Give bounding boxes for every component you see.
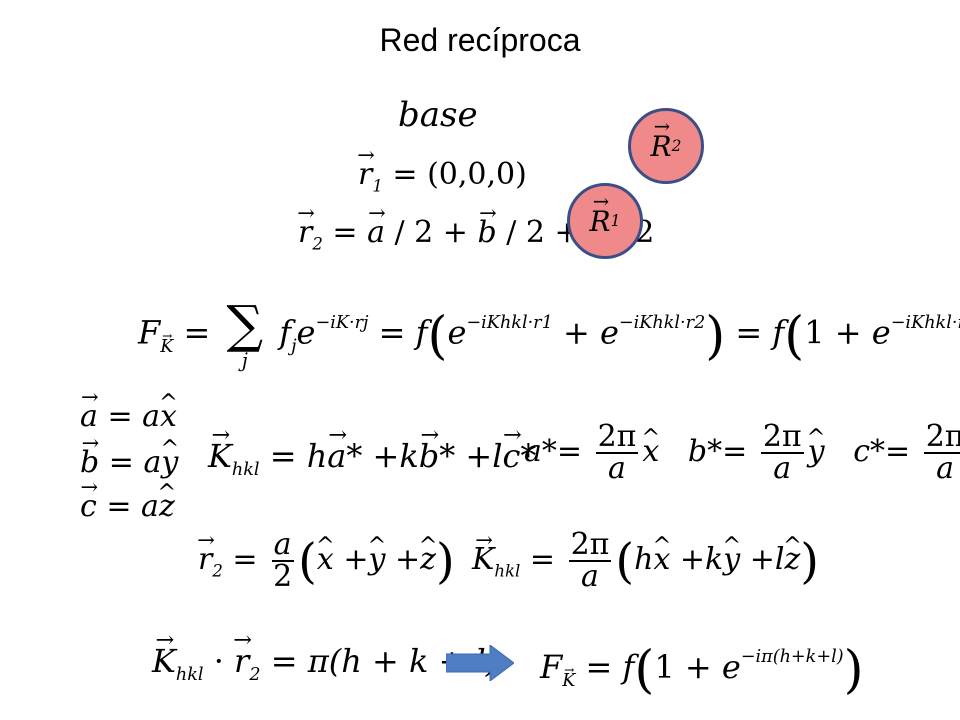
equation-structure-factor: FK = ∑j fje−iK·rj = f(e−iKhkl·r1 + e−iKh… — [138, 299, 960, 370]
equation-r2-cartesian: r2 = a2(x +y +z) — [198, 530, 455, 592]
equation-c-vector: c = az — [80, 492, 175, 522]
base-label: base — [398, 95, 478, 135]
equation-r1: r1 = (0,0,0) — [358, 160, 527, 195]
equation-b-vector: b = ay — [80, 448, 178, 478]
equation-a-vector: a = ax — [80, 402, 177, 432]
equation-reciprocal-basis: a*= 2πax b*= 2πay c*= 2πaz — [524, 422, 960, 484]
equation-structure-factor-result: FK = f(1 + e−iπ(h+k+l)) — [540, 644, 864, 696]
equation-k-hkl-reciprocal: Khkl = ha* +kb* +lc* — [208, 440, 536, 480]
equation-k-hkl-cartesian: Khkl = 2πa(hx +ky +lz) — [472, 530, 819, 592]
lattice-site-r2: R2 — [628, 108, 704, 184]
implies-arrow-icon — [446, 645, 514, 681]
lattice-site-r1: R1 — [567, 183, 643, 259]
slide-title: Red recíproca — [379, 22, 581, 58]
